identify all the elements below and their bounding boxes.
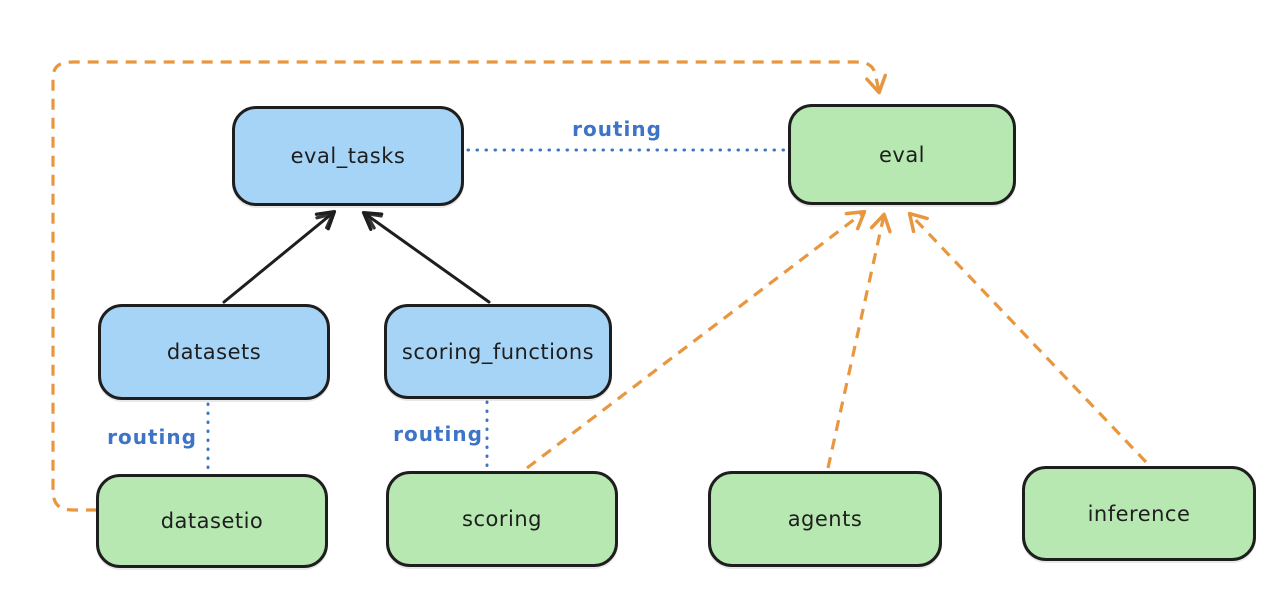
node-inference: inference	[1022, 466, 1256, 561]
node-scoring-functions-label: scoring_functions	[401, 339, 595, 364]
node-datasetio: datasetio	[96, 474, 328, 568]
node-eval-label: eval	[878, 142, 926, 167]
node-scoring-functions: scoring_functions	[384, 304, 612, 399]
routing-label-left: routing	[107, 425, 197, 449]
node-eval-tasks-label: eval_tasks	[290, 144, 406, 168]
node-agents: agents	[708, 471, 942, 567]
node-scoring-label: scoring	[462, 507, 542, 531]
node-eval-tasks: eval_tasks	[232, 106, 464, 206]
edge-agents-to-eval	[826, 212, 892, 469]
edge-scoring-functions-to-eval-tasks	[361, 211, 491, 304]
node-datasetio-label: datasetio	[160, 509, 264, 533]
routing-label-top: routing	[572, 117, 662, 141]
edge-inference-to-eval	[907, 211, 1148, 464]
edge-datasets-to-eval-tasks	[222, 209, 337, 304]
routing-label-mid: routing	[393, 422, 483, 446]
node-datasets-label: datasets	[166, 340, 262, 364]
node-eval: eval	[788, 104, 1016, 205]
node-scoring: scoring	[386, 471, 618, 567]
node-agents-label: agents	[787, 507, 863, 531]
node-inference-label: inference	[1087, 501, 1191, 526]
node-datasets: datasets	[98, 304, 330, 400]
